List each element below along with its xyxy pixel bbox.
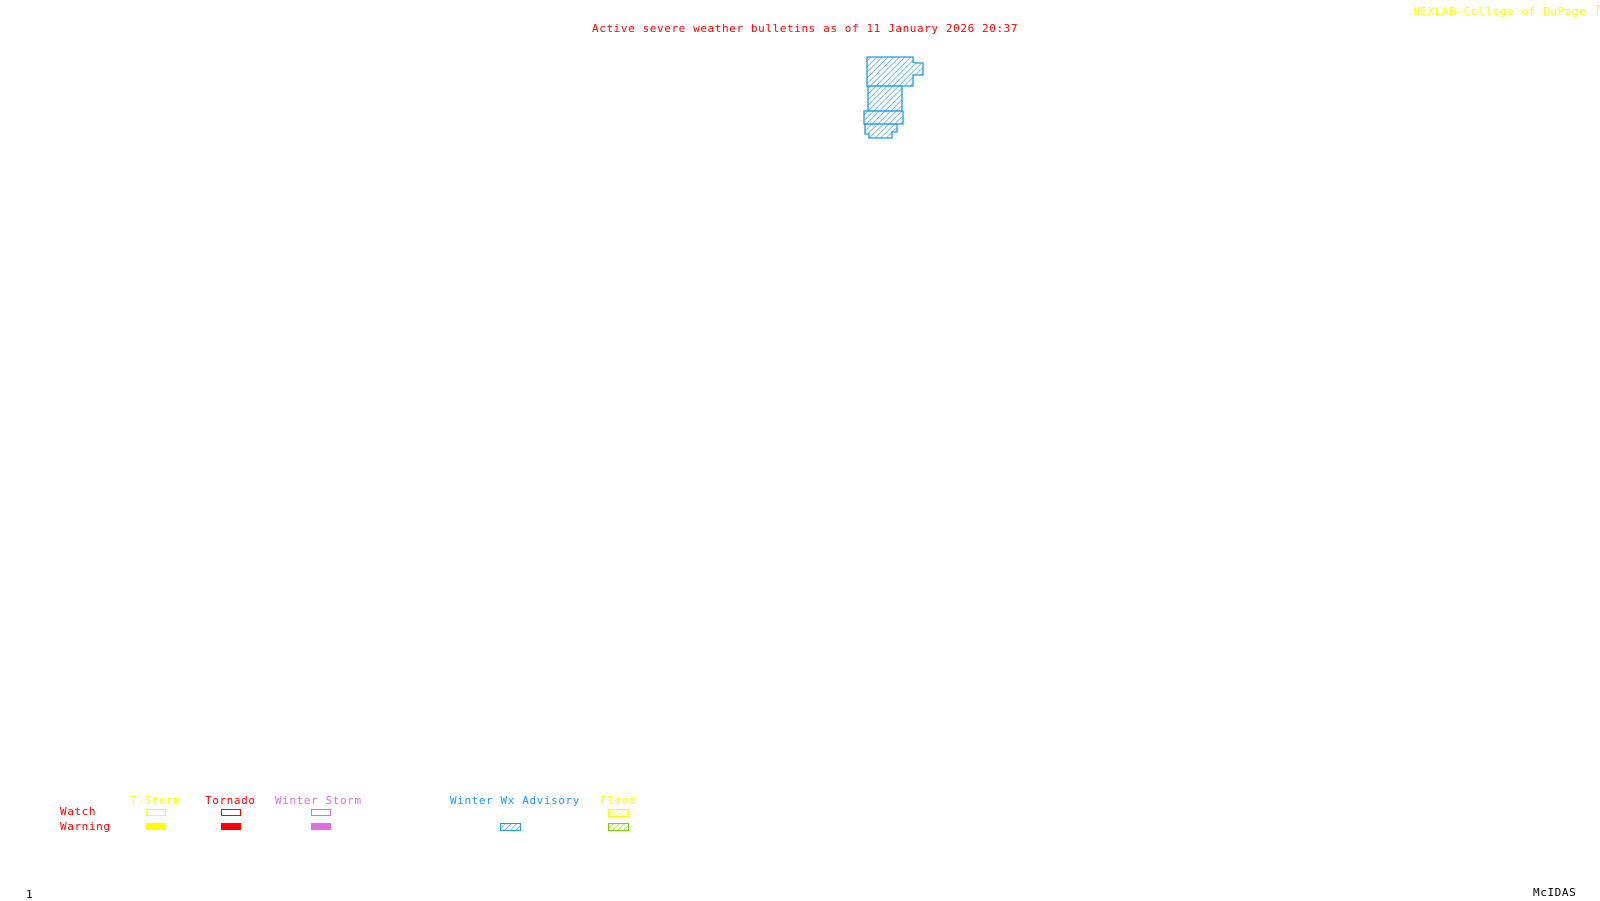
legend-row-watch: Watch [60, 805, 97, 818]
legend-tornado-watch-swatch [221, 809, 241, 816]
legend-flood-label: Flood [600, 794, 637, 807]
software-label: McIDAS [1533, 886, 1577, 899]
legend-flood-watch-swatch [608, 809, 629, 817]
legend-winter-storm-label: Winter Storm [275, 794, 362, 807]
advisory-county-north[interactable] [866, 56, 924, 87]
legend-winter-wx-advisory-warning-swatch [500, 823, 521, 831]
legend-winter-storm-watch-swatch [311, 809, 331, 816]
winter-wx-advisory-area[interactable] [863, 56, 924, 139]
legend-tornado-label: Tornado [205, 794, 256, 807]
credit-text: NEXLAB-College of DuPage [1413, 5, 1600, 18]
legend-flood-warning-swatch [608, 823, 629, 831]
legend-tstorm-warning-swatch [146, 823, 166, 830]
advisory-county-south-b[interactable] [864, 123, 898, 139]
legend-winter-storm-warning-swatch [311, 823, 331, 830]
legend-tstorm-label: T-Storm [130, 794, 181, 807]
credit-label: NEXLAB-College of DuPage [1413, 5, 1587, 18]
page-title: Active severe weather bulletins as of 11… [592, 22, 1019, 35]
frame-number: 1 [26, 888, 34, 901]
nexlab-logo-icon [1596, 5, 1600, 15]
advisory-county-south-a[interactable] [863, 110, 904, 125]
legend-tstorm-watch-swatch [146, 809, 166, 816]
legend-tornado-warning-swatch [221, 823, 241, 830]
advisory-county-middle[interactable] [867, 85, 903, 112]
legend-row-warning: Warning [60, 820, 111, 833]
legend-winter-wx-advisory-label: Winter Wx Advisory [450, 794, 581, 807]
